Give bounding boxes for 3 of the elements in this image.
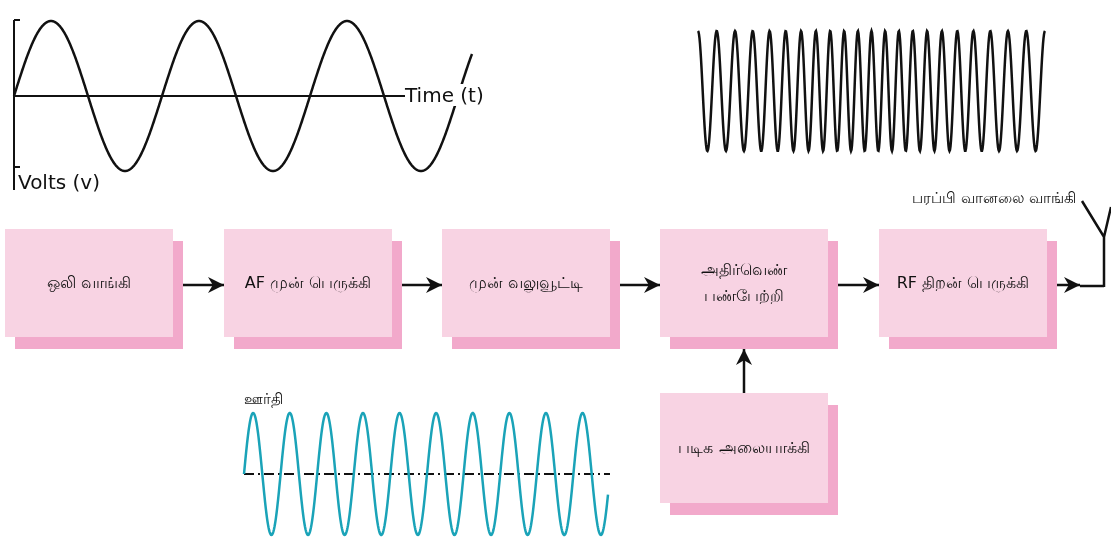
arrow [736,349,752,393]
axis-label: Volts (v) [18,171,100,193]
axis-label: Time (t) [405,84,484,106]
